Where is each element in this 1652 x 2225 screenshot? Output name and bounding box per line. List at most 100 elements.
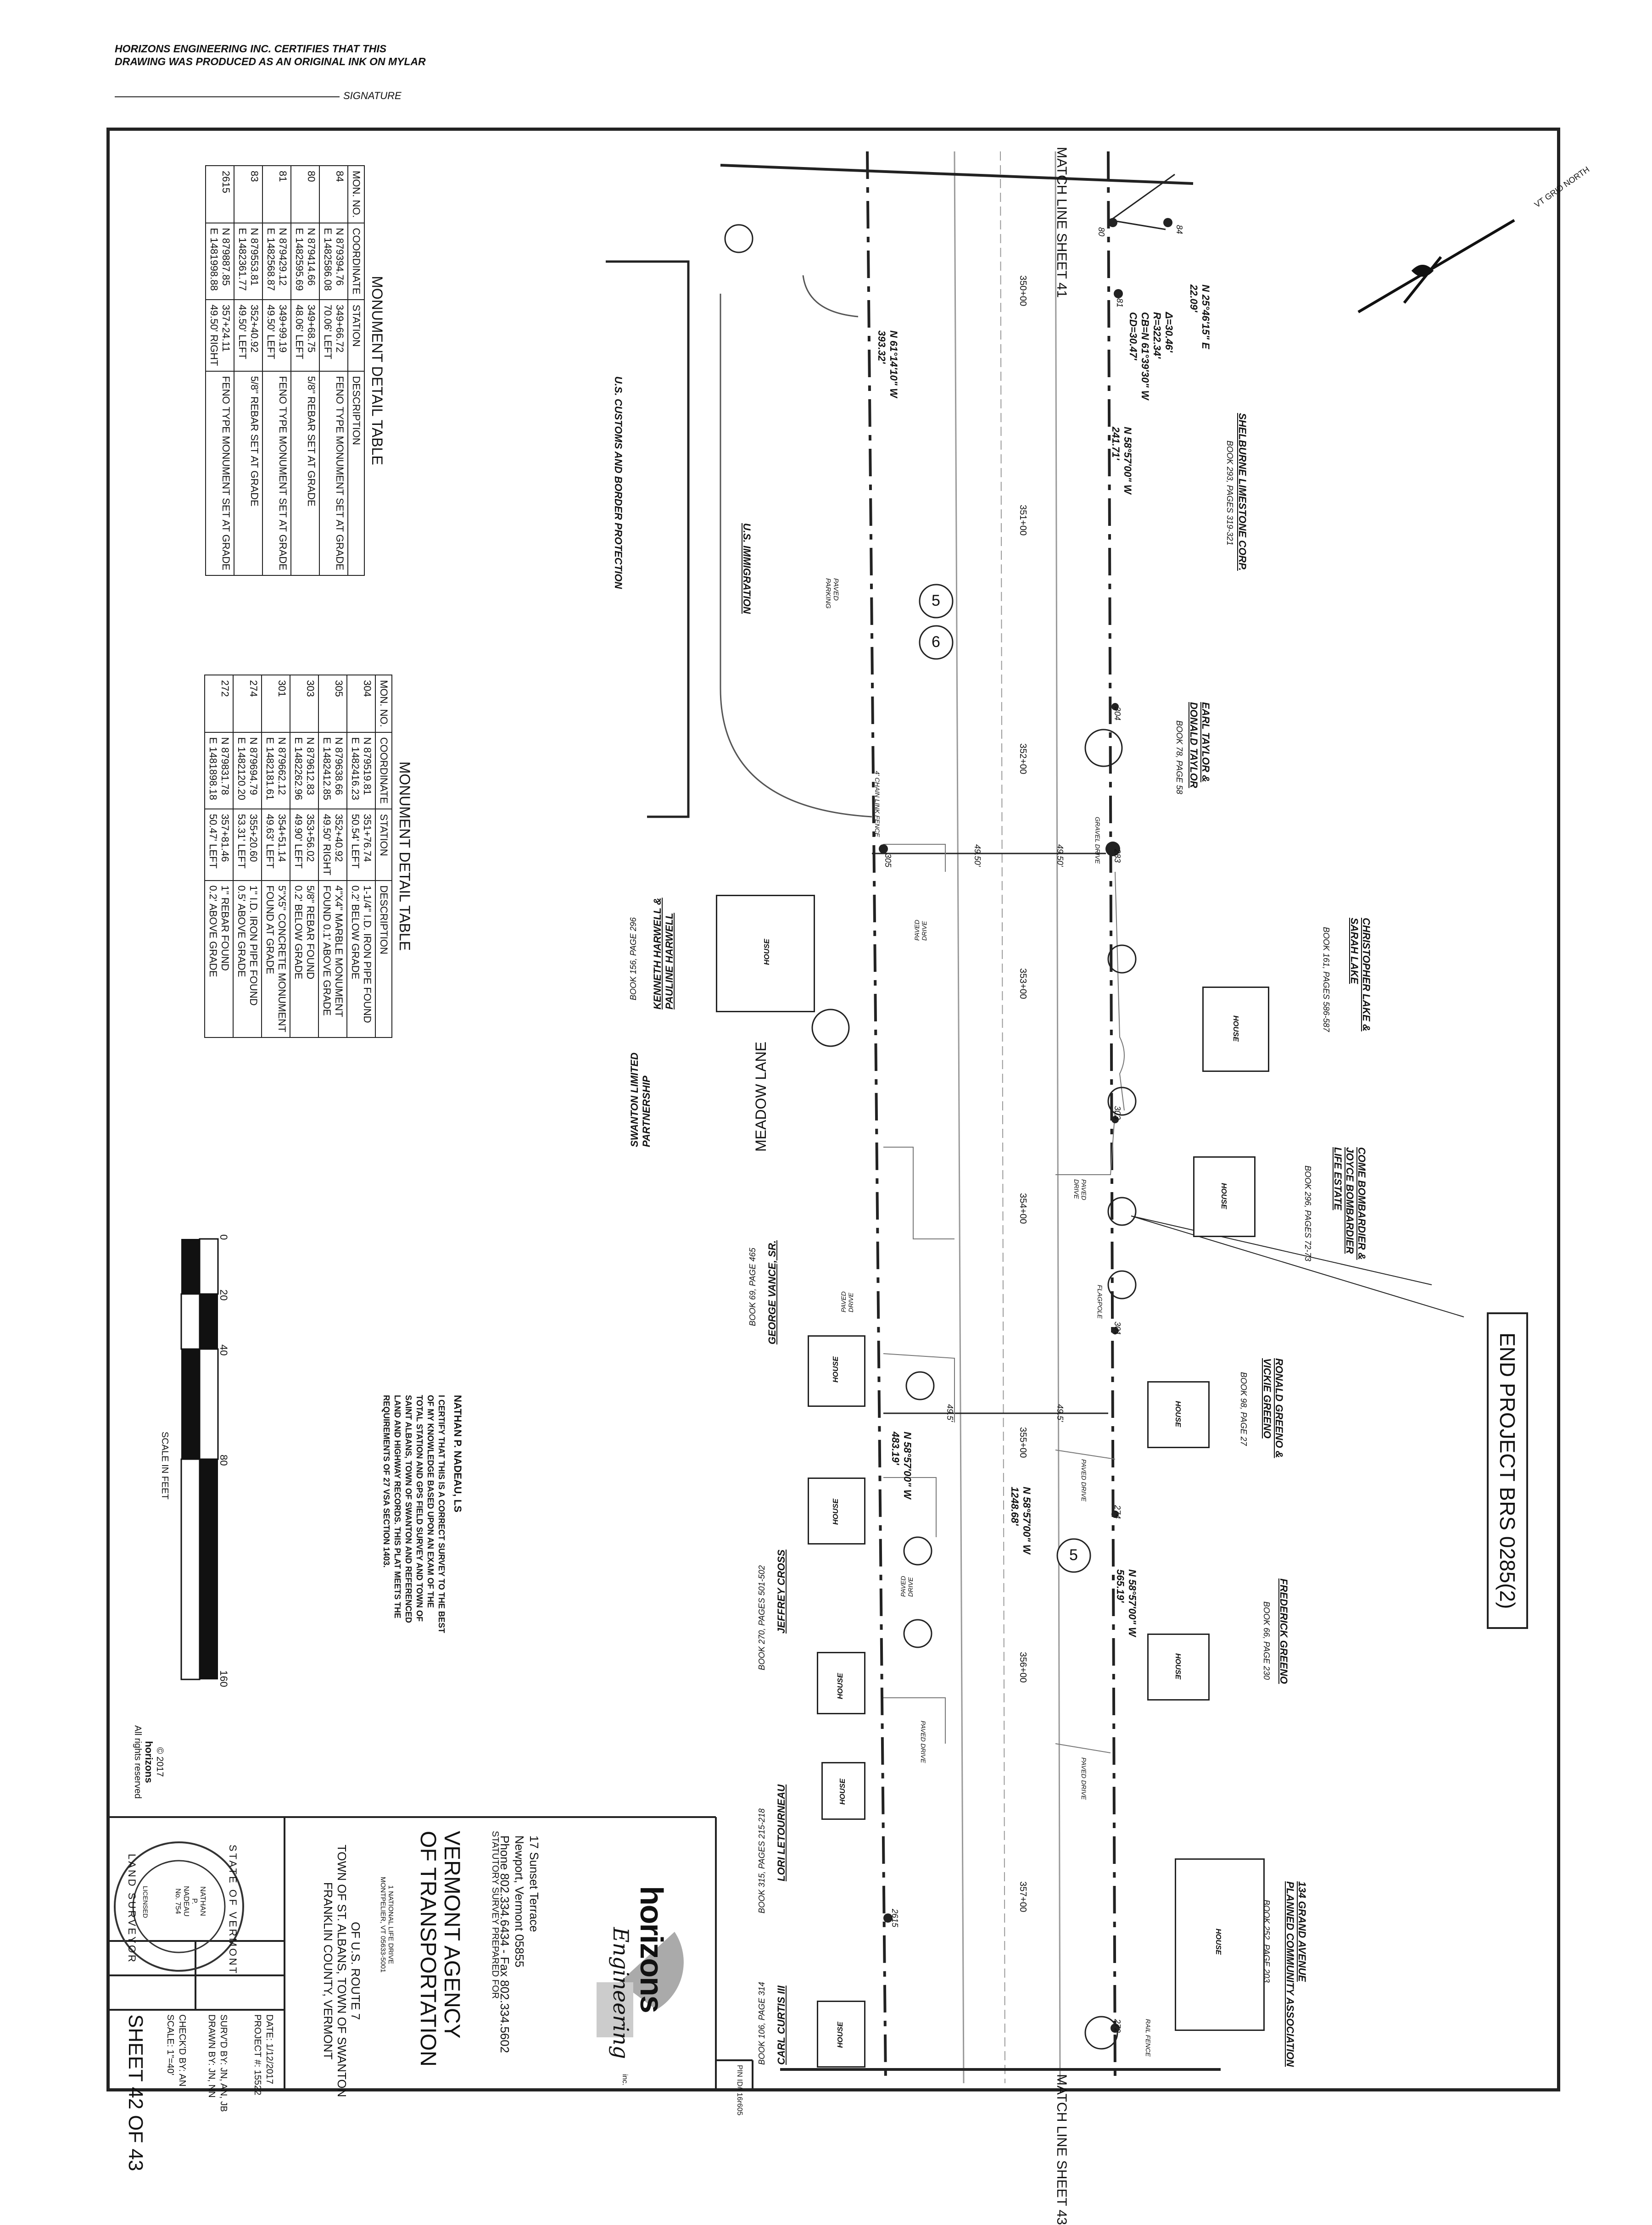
drawing-frame [106,128,1560,2091]
table-title: MONUMENT DETAIL TABLE [396,761,413,951]
house-footprint: HOUSE [817,1652,865,1714]
width-label: 49.5' [1055,1404,1065,1422]
table-cell: 352+40.92 49.50' LEFT [234,299,262,371]
table-cell: 5/8" REBAR SET AT GRADE [234,371,262,575]
table-cell: 357+24.11 49.50' RIGHT [206,299,234,371]
table-cell: FENO TYPE MONUMENT SET AT GRADE [262,371,291,575]
table-cell: N 879394.76 E 1482586.08 [319,223,348,300]
station-label: 353+00 [1018,968,1028,999]
deed-reference: BOOK 106, PAGE 314 [757,1982,766,2065]
table-cell: 301 [262,675,290,732]
monument-number: 283 [1113,849,1122,863]
owner-label: KENNETH HARWELL & PAULINE HARWELL [652,898,675,1009]
house-footprint: HOUSE [808,1335,865,1407]
site-label: PAVED DRIVE [1073,1179,1088,1200]
monument-number: 274 [1113,1505,1122,1519]
prepared-for: STATUTORY SURVEY PREPARED FOR [490,1831,500,1999]
survey-info: SURV'D BY: JN, AN, JB DRAWN BY: JN, NN [206,2014,229,2112]
table-cell: FENO TYPE MONUMENT SET AT GRADE [206,371,234,575]
table-cell: 349+66.72 70.06' LEFT [319,299,348,371]
site-label: PAVED DRIVE [913,920,928,941]
monument-table-2: MONUMENT DETAIL TABLE MON. NO. COORDINAT… [204,675,413,1038]
bearing-label: N 61°14'10" W 393.32' [876,330,899,398]
parking-label: PAVED PARKING [824,578,840,609]
parking-outline [720,294,872,818]
project-location: OF U.S. ROUTE 7 TOWN OF ST. ALBANS, TOWN… [321,1845,363,2097]
agency-name: VERMONT AGENCY OF TRANSPORTATION [416,1831,464,2067]
surveyor-certification: NATHAN P. NADEAU, LS I CERTIFY THAT THIS… [381,1395,463,1634]
width-label: 49.50' [973,844,982,867]
table-cell: N 879414.66 E 1482595.69 [291,223,319,300]
table-cell: 81 [262,166,291,223]
deed-reference: BOOK 156, PAGE 296 [629,917,638,1000]
deed-reference: BOOK 315, PAGES 215-218 [757,1808,766,1913]
table-title: MONUMENT DETAIL TABLE [369,276,385,465]
surveyor-statement: I CERTIFY THAT THIS IS A CORRECT SURVEY … [382,1395,446,1634]
seal-top-text: STATE OF VERMONT [227,1845,239,1975]
house-footprint: HOUSE [1147,1634,1210,1701]
table-cell: 354+51.14 49.63' LEFT [262,809,290,881]
match-line-top-label: MATCH LINE SHEET 41 [1054,147,1069,298]
bearing-label: N 58°57'00" W 1248.68' [1009,1487,1032,1554]
table-cell: 5/8" REBAR FOUND 0.2' BELOW GRADE [290,880,318,1037]
table-header: DESCRIPTION [375,880,392,1037]
house-footprint: HOUSE [716,895,815,1012]
table-cell: 5"X5" CONCRETE MONUMENT FOUND AT GRADE [262,880,290,1037]
table-header: COORDINATE [348,223,364,300]
table-cell: 2615 [206,166,234,223]
house-footprint: HOUSE [1175,1858,1265,2031]
bearing-label: N 25°46'15" E 22.09' [1188,284,1211,349]
scale-tick: 20 [218,1289,229,1301]
bearing-label: N 58°57'00" W 565.19' [1115,1569,1138,1637]
owner-label: COME BOMBARDIER & JOYCE BOMBARDIER LIFE … [1332,1147,1367,1260]
project-info: DATE: 1/12/2017 PROJECT #: 15522 [252,2014,274,2096]
monument-points [879,218,1172,2033]
parcel-number: 6 [932,633,940,651]
monument-table-1: MONUMENT DETAIL TABLE MON. NO. COORDINAT… [205,165,385,576]
station-label: 356+00 [1018,1652,1028,1683]
bearing-label: N 58°57'00" W 483.19' [890,1432,913,1499]
table-cell: N 879662.12 E 1482181.61 [262,732,290,809]
table-cell: 355+20.60 53.31' LEFT [233,809,262,881]
house-footprint: HOUSE [808,1478,865,1545]
sheet-number: SHEET 42 OF 43 [124,2014,147,2171]
facility-label: U.S. IMMIGRATION [741,523,753,614]
tree-symbols [724,224,1137,2050]
site-label: PAVED DRIVE [899,1576,914,1597]
curve-data-label: Δ=30.46' R=322.34' CB=N 61°39'30" W CD=3… [1127,312,1175,400]
monument-number: 84 [1175,225,1184,234]
house-footprint: HOUSE [1147,1381,1210,1448]
table-header: DESCRIPTION [348,371,364,575]
scale-label: SCALE IN FEET [160,1432,170,1500]
parcel-circles [919,584,1091,1573]
bearing-label: N 58°57'00" W 241.71' [1110,427,1133,494]
copyright: © 2017 horizons All rights reserved [133,1725,165,1799]
north-arrow-icon [1357,219,1515,313]
site-label: PAVED DRIVE [920,1721,927,1763]
width-label: 49.50' [1055,844,1065,867]
owner-label: LORI LETOURNEAU [776,1784,787,1881]
seal-outer [114,1841,244,1972]
table-cell: 1" REBAR FOUND 0.2' ABOVE GRADE [205,880,233,1037]
check-info: CHECK'D BY: AN SCALE: 1"=40' [165,2014,187,2087]
street-label: MEADOW LANE [753,1041,769,1152]
company-address: 17 Sunset Terrace Newport, Vermont 05855… [498,1835,541,2053]
table-cell: N 879519.81 E 1482416.23 [347,732,375,809]
owner-label: SWANTON LIMITED PARTNERSHIP [629,1052,652,1147]
company-logo: horizons [634,1886,670,2013]
owner-label: EARL TAYLOR & DONALD TAYLOR [1188,702,1211,788]
logo-mark-icon [620,1932,684,2010]
site-label: RAIL FENCE [1144,2019,1152,2057]
owner-label: 134 GRAND AVENUE PLANNED COMMUNITY ASSOC… [1284,1881,1308,2067]
boundary-ne [1110,173,1175,221]
table-header: MON. NO. [348,166,364,223]
pin-number: PIN ID# 16r605 [736,2065,743,2116]
width-label: 49.5' [945,1404,954,1422]
monument-number: 80 [1097,227,1106,237]
